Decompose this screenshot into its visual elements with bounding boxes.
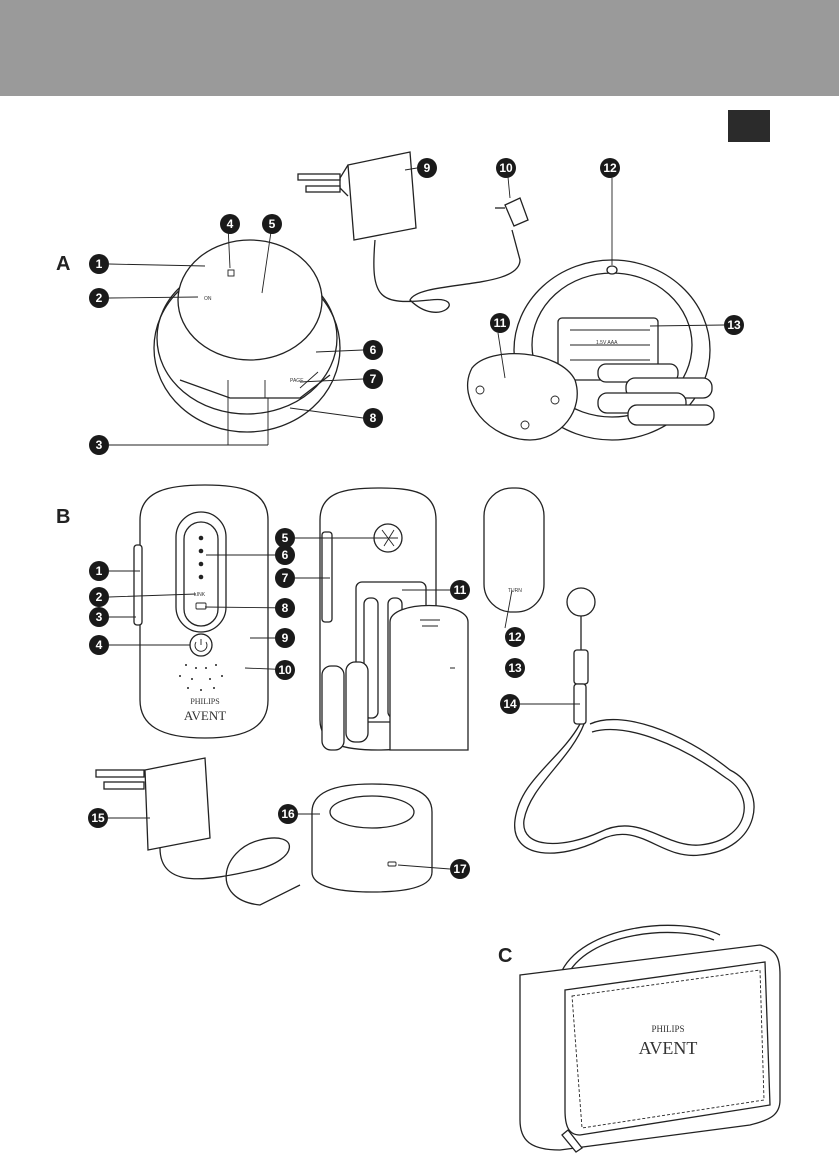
on-label: ON [204, 296, 212, 302]
callout-b-10: 10 [275, 660, 295, 680]
svg-text:2: 2 [96, 291, 103, 305]
battery-cover [468, 354, 578, 440]
callout-b-14: 14 [500, 694, 520, 714]
callout-a-9: 9 [417, 158, 437, 178]
case-brand-avent: AVENT [639, 1038, 698, 1058]
callout-a-13: 13 [724, 315, 744, 335]
callout-b-7: 7 [275, 568, 295, 588]
svg-text:9: 9 [282, 631, 289, 645]
battery-label: 1.5V AAA [596, 340, 618, 346]
page-label: PAGE [290, 378, 304, 384]
callout-b-11: 11 [450, 580, 470, 600]
section-label-b: B [56, 506, 70, 528]
svg-text:10: 10 [278, 663, 292, 677]
svg-text:7: 7 [370, 372, 377, 386]
callout-a-10: 10 [496, 158, 516, 178]
svg-text:11: 11 [494, 316, 507, 330]
callout-b-3: 3 [89, 607, 109, 627]
callout-a-1: 1 [89, 254, 109, 274]
svg-text:3: 3 [96, 610, 103, 624]
svg-text:16: 16 [281, 807, 295, 821]
callout-b-8: 8 [275, 598, 295, 618]
callout-a-3: 3 [89, 435, 109, 455]
callout-a-8: 8 [363, 408, 383, 428]
callout-a-6: 6 [363, 340, 383, 360]
brand-avent: AVENT [184, 708, 226, 723]
figure-b-neck-cord [515, 588, 754, 855]
callout-a-12: 12 [600, 158, 620, 178]
svg-text:13: 13 [508, 661, 522, 675]
callout-b-13: 13 [505, 658, 525, 678]
section-label-a: A [56, 253, 70, 275]
case-brand-philips: PHILIPS [651, 1024, 684, 1034]
callout-a-4: 4 [220, 214, 240, 234]
svg-text:5: 5 [269, 217, 276, 231]
svg-text:12: 12 [508, 630, 522, 644]
callout-a-5: 5 [262, 214, 282, 234]
figure-c-travel-case: PHILIPS AVENT [520, 925, 780, 1152]
callout-a-2: 2 [89, 288, 109, 308]
svg-text:7: 7 [282, 571, 289, 585]
svg-text:3: 3 [96, 438, 103, 452]
brand-philips: PHILIPS [190, 697, 219, 706]
svg-text:13: 13 [727, 318, 741, 332]
svg-text:15: 15 [91, 811, 105, 825]
callout-b-17: 17 [450, 859, 470, 879]
svg-text:2: 2 [96, 590, 103, 604]
figure-b-charger-base [312, 784, 432, 892]
figure-b-power-adapter [96, 758, 300, 905]
section-label-c: C [498, 945, 512, 967]
callout-b-6: 6 [275, 545, 295, 565]
figure-b-parent-unit-front: LINK PHILIPS AVENT [134, 485, 268, 738]
svg-text:4: 4 [96, 638, 103, 652]
svg-text:10: 10 [499, 161, 513, 175]
callout-b-15: 15 [88, 808, 108, 828]
link-label: LINK [194, 592, 206, 598]
callout-b-12: 12 [505, 627, 525, 647]
svg-text:1: 1 [96, 564, 103, 578]
callout-a-11: 11 [490, 313, 510, 333]
svg-text:8: 8 [370, 411, 377, 425]
svg-text:11: 11 [454, 583, 467, 597]
svg-text:6: 6 [370, 343, 377, 357]
svg-text:9: 9 [424, 161, 431, 175]
svg-text:5: 5 [282, 531, 289, 545]
svg-text:8: 8 [282, 601, 289, 615]
svg-text:6: 6 [282, 548, 289, 562]
figure-a-battery-unit: 1.5V AAA [468, 260, 714, 440]
callout-b-16: 16 [278, 804, 298, 824]
figure-a-round-unit: ON PAGE [154, 240, 340, 432]
callout-b-2: 2 [89, 587, 109, 607]
callout-b-4: 4 [89, 635, 109, 655]
figure-b-belt-clip: TURN [484, 488, 544, 612]
callout-a-7: 7 [363, 369, 383, 389]
dc-plug [505, 198, 528, 226]
callout-b-9: 9 [275, 628, 295, 648]
turn-label: TURN [508, 588, 522, 594]
svg-text:14: 14 [503, 697, 517, 711]
figure-a-power-adapter [298, 152, 528, 312]
callout-b-1: 1 [89, 561, 109, 581]
svg-text:12: 12 [603, 161, 617, 175]
svg-text:1: 1 [96, 257, 103, 271]
svg-text:4: 4 [227, 217, 234, 231]
figure-b-parent-unit-back [320, 488, 468, 750]
svg-text:17: 17 [453, 862, 467, 876]
